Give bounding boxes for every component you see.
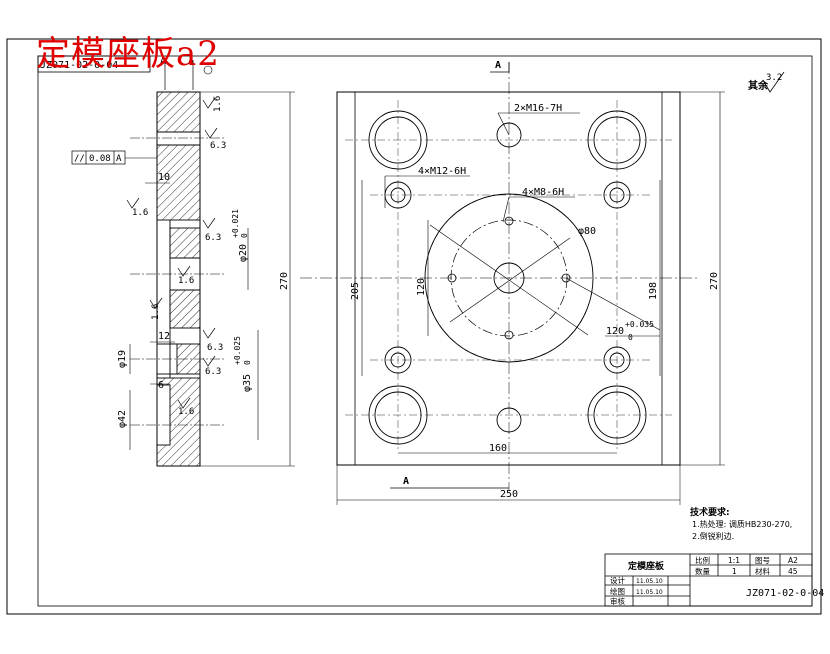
svg-text:6: 6 [158, 380, 164, 391]
svg-text:6.3: 6.3 [207, 343, 223, 353]
svg-text:160: 160 [489, 443, 507, 454]
svg-text:6.3: 6.3 [205, 233, 221, 243]
guide-holes [368, 110, 647, 445]
svg-text:1.6: 1.6 [178, 407, 194, 417]
tech-req-item-2: 2.倒锐利边. [692, 531, 734, 541]
svg-text:设计: 设计 [610, 575, 625, 585]
roughness-other-symbol: 3.2 [763, 71, 785, 93]
callout-m16: 2×M16-7H [514, 103, 562, 114]
svg-text:6.3: 6.3 [205, 367, 221, 377]
svg-text:材料: 材料 [755, 566, 770, 576]
svg-text:φ20: φ20 [238, 244, 249, 262]
tech-req-item-1: 1.热处理: 调质HB230-270, [692, 519, 792, 529]
callout-m12: 4×M12-6H [418, 166, 466, 177]
svg-text:φ19: φ19 [117, 350, 128, 368]
svg-text:11.05.10: 11.05.10 [636, 578, 663, 585]
title-block [604, 553, 813, 607]
svg-text:绘图: 绘图 [610, 586, 625, 596]
svg-text:A: A [160, 56, 166, 67]
svg-text:+0.035: +0.035 [625, 320, 654, 329]
overlay-title: 定模座板a2 [36, 34, 220, 74]
callout-dia80: φ80 [578, 226, 596, 237]
svg-text:12: 12 [158, 331, 170, 342]
svg-text:A: A [403, 476, 409, 487]
sheet-border [6, 38, 822, 615]
m8-holes [447, 216, 571, 340]
svg-text:1:1: 1:1 [728, 556, 740, 565]
svg-text:120: 120 [416, 278, 427, 296]
tol-value: 0.08 [89, 154, 111, 164]
tech-req-title: 技术要求: [690, 506, 730, 518]
svg-text:A2: A2 [788, 556, 798, 565]
svg-text:A: A [188, 56, 194, 67]
svg-text:0: 0 [243, 360, 252, 365]
svg-text:A: A [495, 60, 501, 71]
svg-text:10: 10 [158, 172, 170, 183]
svg-text:φ42: φ42 [117, 410, 128, 428]
svg-text:250: 250 [500, 489, 518, 500]
svg-text:3.2: 3.2 [766, 73, 782, 83]
svg-text:1: 1 [732, 567, 737, 576]
corner-code: JZ071-02-0-04 [40, 60, 118, 71]
svg-text:数量: 数量 [695, 566, 710, 576]
svg-text:45: 45 [788, 567, 798, 576]
svg-text:6.3: 6.3 [210, 141, 226, 151]
m16-holes [496, 122, 522, 433]
svg-text:+0.025: +0.025 [233, 336, 242, 365]
svg-text:120: 120 [606, 326, 624, 337]
svg-text:0: 0 [240, 233, 249, 238]
svg-text:11.05.10: 11.05.10 [636, 589, 663, 596]
plate-outline [336, 91, 681, 466]
inner-frame [37, 55, 813, 607]
corner-code-box [37, 55, 151, 73]
side-height-dim: 270 [279, 272, 290, 290]
svg-text:1.6: 1.6 [132, 208, 148, 218]
tb-part-name: 定模座板 [627, 560, 665, 572]
svg-text:198: 198 [648, 282, 659, 300]
technical-requirements: 技术要求: 1.热处理: 调质HB230-270, 2.倒锐利边. [690, 506, 792, 541]
svg-text:270: 270 [709, 272, 720, 290]
center-large-circle [424, 193, 594, 363]
tol-symbol: // [74, 154, 85, 164]
svg-text:205: 205 [350, 282, 361, 300]
svg-text:图号: 图号 [755, 556, 770, 565]
svg-text:φ35: φ35 [242, 374, 253, 392]
svg-text:比例: 比例 [695, 555, 710, 565]
svg-text:1.6: 1.6 [151, 304, 161, 320]
m12-holes [384, 181, 631, 374]
svg-text:1.6: 1.6 [213, 96, 223, 112]
side-roughness-marks [126, 97, 218, 409]
side-section-view: A A 270 φ20 +0.021 0 φ35 +0.025 0 φ19 φ4… [71, 56, 295, 467]
svg-text:0: 0 [628, 333, 633, 342]
callout-m8: 4×M8-6H [522, 187, 564, 198]
svg-text:+0.021: +0.021 [231, 209, 240, 238]
front-view: 2×M16-7H 4×M12-6H 4×M8-6H φ80 205 120 19… [300, 60, 725, 505]
tol-datum: A [116, 154, 122, 164]
tb-drawing-number: JZ071-02-0-04 [746, 588, 824, 599]
svg-text:1.6: 1.6 [178, 276, 194, 286]
svg-text:审核: 审核 [610, 596, 625, 606]
